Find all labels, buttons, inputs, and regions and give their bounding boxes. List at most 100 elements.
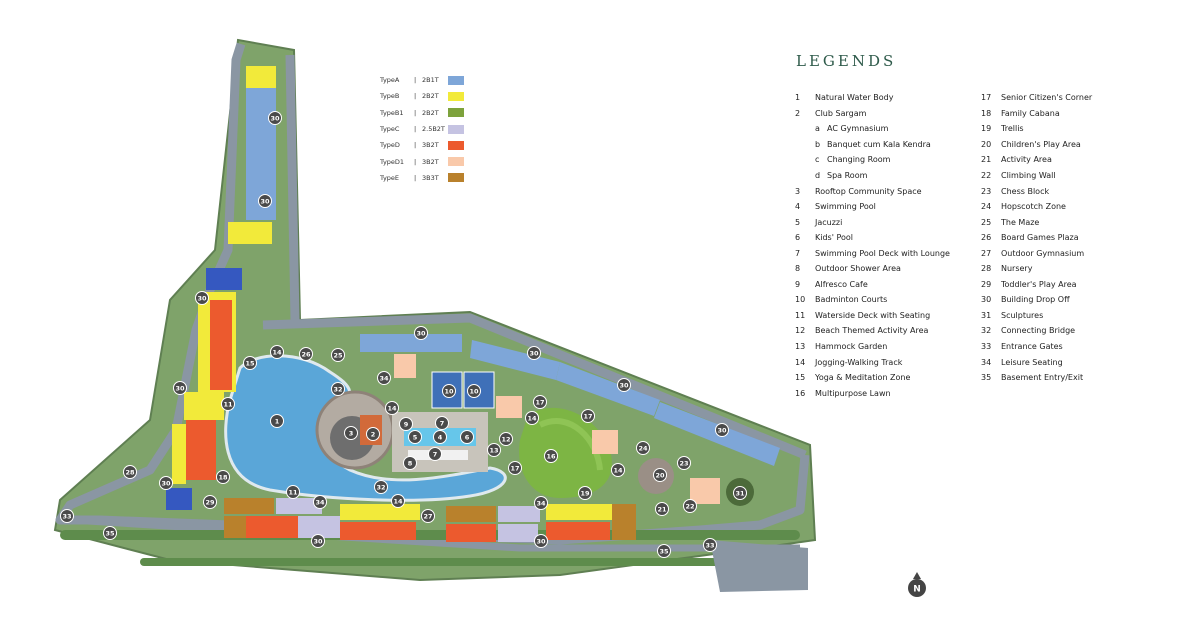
- svg-text:25: 25: [333, 351, 343, 359]
- svg-text:32: 32: [333, 385, 342, 393]
- legend-item-number: 11: [795, 310, 806, 320]
- legend-item-label: Natural Water Body: [815, 93, 894, 103]
- legend-item-number: 5: [795, 217, 801, 227]
- amenity-marker-30: 30: [534, 534, 548, 548]
- amenity-marker-30: 30: [414, 326, 428, 340]
- legend-item-number: b: [815, 139, 821, 149]
- svg-text:35: 35: [659, 547, 669, 555]
- unit-type-swatch: [448, 157, 464, 167]
- amenity-marker-17: 17: [533, 395, 547, 409]
- unit-type-separator: |: [414, 92, 417, 101]
- legend-item-number: 21: [981, 155, 992, 165]
- amenity-marker-9: 9: [399, 417, 413, 431]
- amenity-marker-14: 14: [391, 494, 405, 508]
- amenity-marker-4: 4: [433, 430, 447, 444]
- legend-item-number: 4: [795, 202, 801, 212]
- svg-text:20: 20: [655, 471, 665, 479]
- multipurpose-lawn: [519, 407, 612, 498]
- legend-item-label: Senior Citizen's Corner: [1001, 93, 1093, 103]
- svg-text:33: 33: [705, 541, 714, 549]
- amenity-marker-30: 30: [195, 291, 209, 305]
- amenity-marker-34: 34: [377, 371, 391, 385]
- legend-item-label: Badminton Courts: [815, 295, 888, 305]
- unit-type-name: TypeB1: [380, 108, 404, 117]
- amenity-marker-12: 12: [499, 432, 513, 446]
- legend-item-number: 33: [981, 342, 992, 352]
- amenity-marker-10: 10: [467, 384, 481, 398]
- amenity-marker-17: 17: [508, 461, 522, 475]
- legend-item-number: 16: [795, 388, 806, 398]
- unit-type-name: TypeC: [380, 125, 400, 134]
- legend-item-label: Waterside Deck with Seating: [815, 310, 931, 320]
- legend-item: 4 Swimming Pool: [795, 199, 950, 215]
- svg-text:19: 19: [580, 489, 590, 497]
- amenity-marker-30: 30: [617, 378, 631, 392]
- tower-row-south-east: [446, 504, 636, 542]
- amenity-marker-34: 34: [534, 496, 548, 510]
- amenity-marker-14: 14: [525, 411, 539, 425]
- unit-type-row: TypeE|3B3T: [380, 170, 470, 186]
- svg-text:24: 24: [638, 444, 648, 452]
- unit-type-row: TypeB1|2B2T: [380, 105, 470, 121]
- legend-item-number: 22: [981, 171, 992, 180]
- amenity-marker-20: 20: [653, 468, 667, 482]
- north-label: N: [913, 585, 921, 595]
- svg-text:18: 18: [218, 473, 228, 481]
- svg-text:17: 17: [510, 464, 519, 472]
- unit-type-name: TypeD1: [380, 157, 405, 166]
- svg-text:17: 17: [583, 412, 592, 420]
- legend-item-label: Connecting Bridge: [1001, 326, 1076, 336]
- amenity-marker-30: 30: [527, 346, 541, 360]
- svg-text:3: 3: [349, 429, 354, 437]
- svg-text:13: 13: [489, 446, 498, 454]
- legend-item-number: 12: [795, 326, 806, 336]
- svg-text:5: 5: [413, 433, 418, 441]
- unit-type-config: 3B2T: [422, 141, 439, 150]
- legend-item-label: Hopscotch Zone: [1001, 202, 1066, 212]
- amenity-marker-30: 30: [173, 381, 187, 395]
- legend-item-label: Activity Area: [1001, 155, 1052, 165]
- svg-text:26: 26: [301, 350, 311, 358]
- svg-text:17: 17: [535, 398, 544, 406]
- unit-type-separator: |: [414, 108, 417, 117]
- svg-text:34: 34: [536, 499, 546, 507]
- legend-item-number: 8: [795, 264, 801, 274]
- svg-text:14: 14: [393, 497, 403, 505]
- legend-item-label: Family Cabana: [1001, 108, 1060, 118]
- svg-text:30: 30: [260, 197, 270, 205]
- svg-text:30: 30: [536, 537, 546, 545]
- svg-text:14: 14: [272, 348, 282, 356]
- amenity-marker-17: 17: [581, 409, 595, 423]
- amenity-marker-26: 26: [299, 347, 313, 361]
- legend-item-number: 19: [981, 124, 992, 134]
- unit-type-row: TypeC|2.5B2T: [380, 121, 470, 137]
- svg-text:12: 12: [501, 435, 510, 443]
- legend-item-number: 6: [795, 233, 801, 243]
- unit-type-separator: |: [414, 125, 417, 134]
- svg-text:6: 6: [465, 433, 470, 441]
- legend-item-label: Rooftop Community Space: [815, 186, 922, 196]
- legend-item-number: 3: [795, 186, 801, 196]
- legend-item-label: Swimming Pool: [815, 202, 876, 212]
- legend-item-number: 35: [981, 373, 992, 383]
- legend-item-number: 17: [981, 93, 992, 103]
- svg-text:30: 30: [270, 114, 280, 122]
- svg-text:30: 30: [313, 537, 323, 545]
- legend-item-number: 1: [795, 93, 801, 103]
- amenity-marker-32: 32: [374, 480, 388, 494]
- unit-type-row: TypeD|3B2T: [380, 137, 470, 153]
